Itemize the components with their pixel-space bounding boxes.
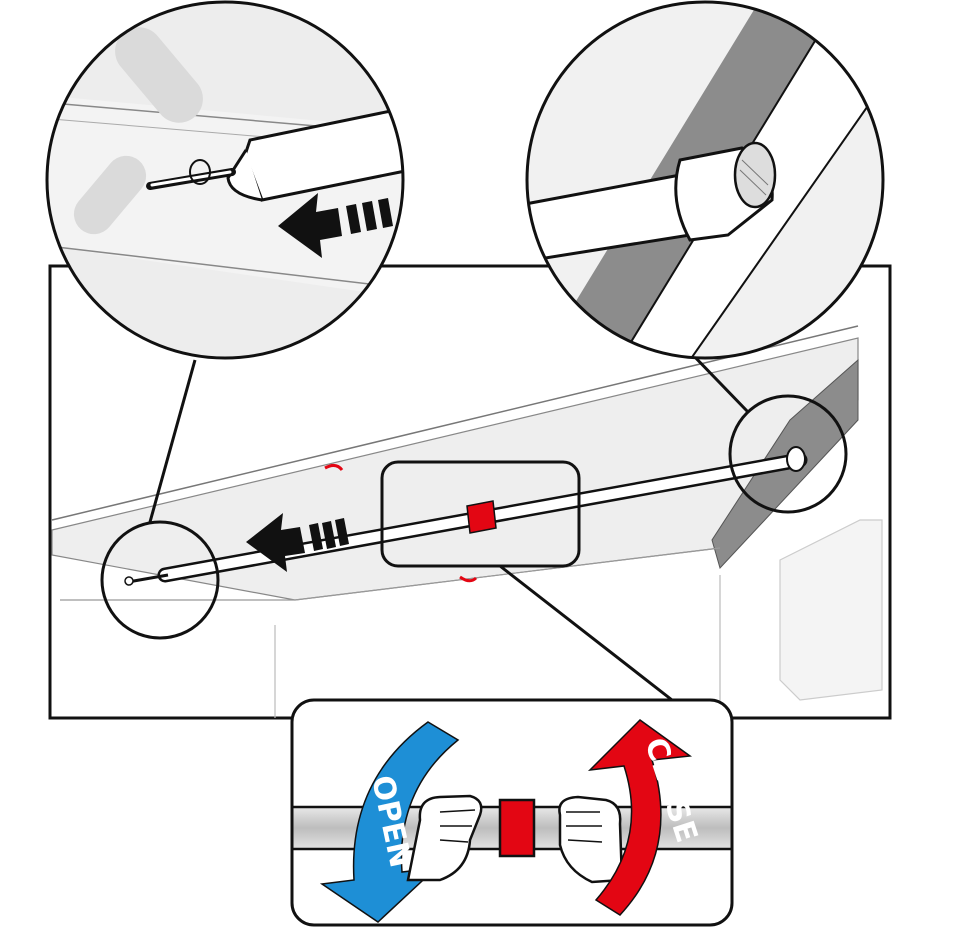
- left-arrow-icon: [246, 513, 349, 572]
- callout-box-middle: [380, 460, 581, 568]
- zoom-bottom-frame: [290, 698, 734, 927]
- hand-icon: [406, 794, 483, 882]
- leader-line-right: [688, 350, 750, 414]
- left-arrow-icon-zoom: [278, 193, 393, 258]
- callout-circle-left: [100, 520, 220, 640]
- vehicle-window: [779, 519, 883, 701]
- zoom-detail-bottom: OPEN CLOSE: [290, 698, 734, 927]
- bottom-collar: [498, 798, 536, 858]
- red-marker-top: [324, 463, 344, 471]
- rod-pin: [127, 573, 169, 584]
- leader-line-middle: [499, 564, 673, 702]
- awning-lower-edge: [60, 547, 721, 601]
- red-marker-bottom: [459, 575, 478, 583]
- zoom-detail-left: [45, 0, 405, 360]
- rod-collar: [466, 500, 497, 534]
- zoom-circle-left-frame: [45, 0, 405, 360]
- leader-line-left: [148, 359, 197, 523]
- zoom-detail-right: [525, 0, 885, 360]
- callout-circle-right: [728, 394, 848, 514]
- zoom-circle-right-frame: [525, 0, 885, 360]
- hand-icon-right: [558, 795, 624, 884]
- rod-end-cap: [786, 446, 806, 472]
- mount-hole: [124, 576, 134, 586]
